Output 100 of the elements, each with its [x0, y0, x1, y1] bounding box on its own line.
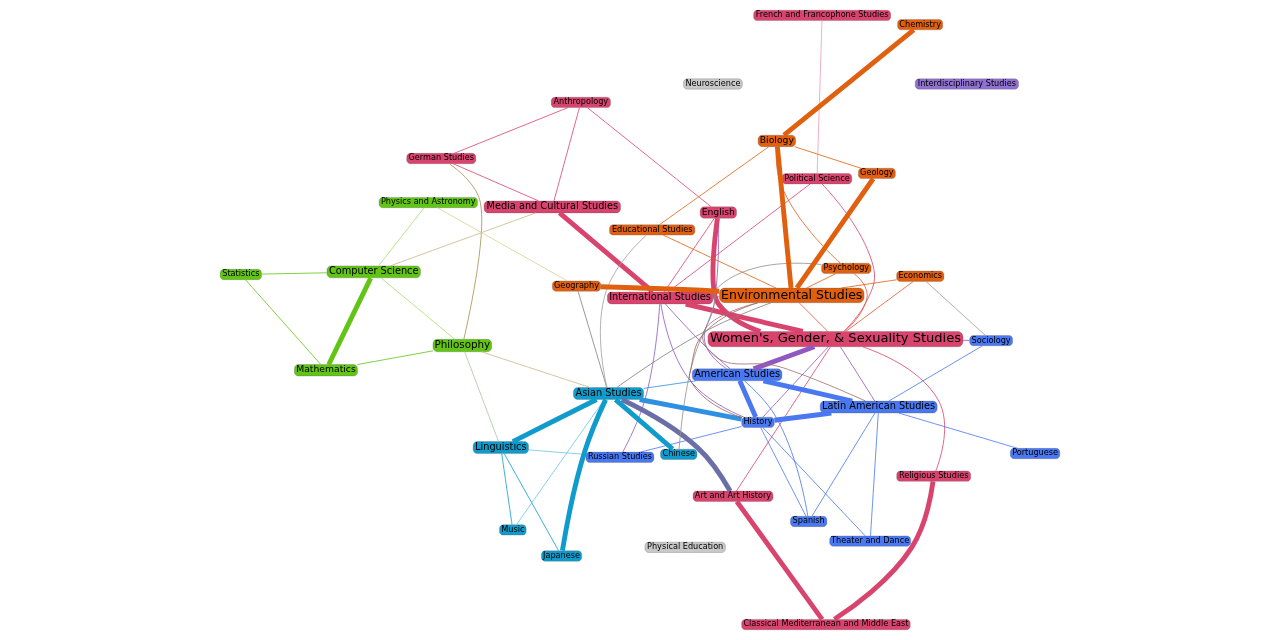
- connector: [501, 453, 513, 525]
- connector: [762, 427, 866, 537]
- connector: [667, 183, 811, 293]
- connector: [503, 453, 559, 552]
- node-box: French and Francophone Studies: [753, 10, 891, 21]
- connector: [870, 412, 879, 537]
- connector: [643, 380, 697, 389]
- connector: [437, 207, 568, 282]
- connector: [840, 346, 876, 402]
- node-box: Portuguese: [1010, 448, 1060, 459]
- connector: [448, 163, 483, 340]
- connector: [660, 303, 745, 418]
- connector: [261, 272, 328, 275]
- node-box: Interdisciplinary Studies: [915, 78, 1019, 90]
- node-box: History: [741, 417, 775, 428]
- connector: [640, 426, 742, 453]
- connector: [862, 346, 946, 472]
- connector: [481, 351, 591, 388]
- connector: [587, 107, 712, 208]
- connector: [685, 301, 804, 334]
- connector: [782, 28, 916, 138]
- connector: [811, 412, 876, 517]
- connector: [736, 346, 831, 492]
- connector: [511, 397, 598, 444]
- node-box: Geology: [858, 168, 896, 179]
- connector: [663, 217, 715, 293]
- connector: [577, 290, 608, 388]
- connector: [453, 107, 569, 154]
- node-box: Chinese: [660, 449, 698, 460]
- connector: [600, 234, 647, 388]
- connector: [357, 350, 434, 365]
- connector: [639, 397, 743, 422]
- node-box: Music: [499, 524, 527, 536]
- node-box: Linguistics: [472, 441, 529, 454]
- node-box: Theater and Dance: [829, 535, 911, 547]
- node-box: Economics: [896, 270, 945, 282]
- connector: [844, 273, 868, 332]
- node-box: Latin American Studies: [820, 400, 938, 414]
- node-box: Anthropology: [551, 97, 611, 108]
- connector: [898, 412, 1018, 449]
- connector: [762, 346, 829, 418]
- connector: [464, 351, 499, 442]
- node-box: Educational Studies: [609, 224, 695, 236]
- connector: [833, 481, 936, 622]
- connector: [600, 284, 720, 294]
- node-box: German Studies: [406, 153, 476, 164]
- connector: [390, 212, 537, 267]
- connector: [452, 163, 539, 202]
- connector: [806, 273, 837, 289]
- node-box: Media and Cultural Studies: [483, 200, 621, 213]
- connector: [665, 303, 731, 370]
- connector: [659, 146, 770, 226]
- connector: [840, 279, 897, 289]
- connector: [560, 398, 608, 552]
- node-box: Philosophy: [432, 339, 492, 352]
- node-box: Computer Science: [326, 265, 421, 278]
- node-box: Mathematics: [294, 364, 358, 377]
- connector: [798, 302, 829, 332]
- connector: [678, 262, 822, 450]
- node-box: International Studies: [607, 291, 713, 305]
- node-box: Biology: [757, 135, 796, 147]
- connector: [553, 107, 580, 202]
- connector: [794, 146, 862, 169]
- node-box: Neuroscience: [683, 78, 743, 90]
- connector: [888, 345, 983, 402]
- connector: [775, 146, 841, 264]
- connector: [557, 211, 655, 294]
- connector: [774, 146, 794, 289]
- connector: [380, 277, 456, 340]
- node-box: Geography: [552, 280, 601, 292]
- connector: [516, 399, 605, 526]
- node-box: Asian Studies: [573, 387, 644, 400]
- connector: [378, 207, 425, 267]
- connector: [702, 302, 866, 402]
- node-box: Spanish: [790, 516, 828, 527]
- node-box: Classical Mediterranean and Middle East: [741, 619, 911, 630]
- connector: [662, 234, 777, 289]
- node-box: Physical Education: [644, 542, 726, 553]
- node-box: Environmental Studies: [719, 287, 865, 303]
- connector: [762, 378, 853, 404]
- connector: [925, 281, 986, 336]
- node-box: Art and Art History: [692, 490, 774, 502]
- node-box: Religious Studies: [896, 470, 971, 482]
- node-box: Sociology: [969, 335, 1013, 346]
- connector: [613, 397, 675, 451]
- connector: [962, 339, 971, 341]
- node-box: Japanese: [541, 550, 582, 562]
- node-box: Political Science: [782, 173, 852, 185]
- connector: [774, 410, 832, 423]
- node-box: Psychology: [821, 263, 872, 274]
- connector: [622, 303, 661, 453]
- connector: [794, 177, 876, 290]
- connector: [689, 302, 759, 419]
- node-box: English: [699, 206, 737, 219]
- connector: [816, 20, 823, 174]
- connector: [760, 427, 807, 517]
- node-box: Chemistry: [897, 19, 943, 30]
- connector: [620, 397, 733, 493]
- node-box: American Studies: [692, 368, 783, 381]
- connector: [737, 379, 758, 419]
